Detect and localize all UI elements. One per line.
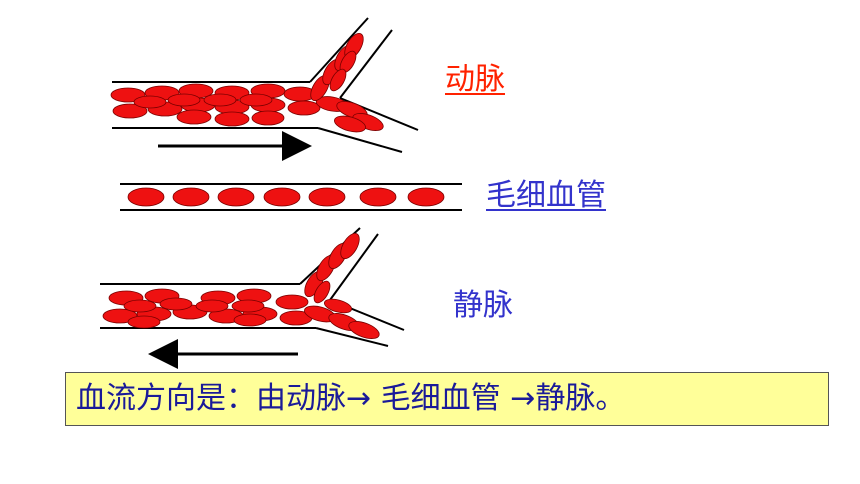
blood-cell (172, 187, 210, 207)
blood-cell (231, 299, 265, 313)
capillary-label: 毛细血管 (486, 178, 606, 213)
blood-cell (275, 294, 309, 310)
vein-label: 静脉 (453, 288, 513, 323)
blood-cell (123, 299, 157, 313)
vein-vessel (100, 227, 405, 369)
blood-cell (239, 93, 273, 107)
capillary-blood-cells (127, 187, 445, 207)
blood-cell (195, 299, 229, 313)
blood-flow-caption-box: 血流方向是：由动脉→ 毛细血管 →静脉。 (65, 372, 829, 426)
blood-cell (176, 109, 212, 125)
capillary-vessel (120, 183, 462, 211)
blood-cell (334, 115, 366, 133)
artery-blood-cells (110, 32, 384, 133)
blood-cell (407, 187, 445, 207)
blood-cell (214, 111, 250, 127)
blood-cell (329, 68, 347, 92)
blood-cell (308, 187, 346, 207)
blood-cell (112, 103, 148, 119)
blood-cell (348, 321, 380, 339)
blood-cell (102, 308, 138, 324)
blood-cell (340, 232, 360, 260)
artery-wall-upper-right (339, 29, 393, 99)
artery-wall-top-branch (309, 17, 369, 83)
blood-cell (133, 95, 167, 109)
blood-cell (359, 187, 397, 207)
artery-wall-bottom-branch (317, 127, 403, 153)
artery-vessel (110, 17, 419, 161)
blood-cell (159, 297, 193, 311)
blood-cell (127, 315, 161, 329)
vein-blood-cells (102, 232, 380, 339)
artery-label: 动脉 (445, 62, 505, 97)
blood-cell (217, 187, 255, 207)
blood-cell (287, 100, 321, 116)
blood-cell (323, 298, 353, 314)
blood-flow-caption: 血流方向是：由动脉→ 毛细血管 →静脉。 (76, 381, 626, 416)
blood-cell (167, 93, 201, 107)
blood-cell (127, 187, 165, 207)
vein-wall-bottom-branch (315, 327, 389, 347)
blood-cell (263, 187, 301, 207)
vein-wall-upper-right (329, 233, 379, 301)
blood-cell (313, 280, 331, 304)
blood-cell (203, 93, 237, 107)
blood-cell (251, 110, 285, 126)
blood-cell (233, 313, 267, 327)
